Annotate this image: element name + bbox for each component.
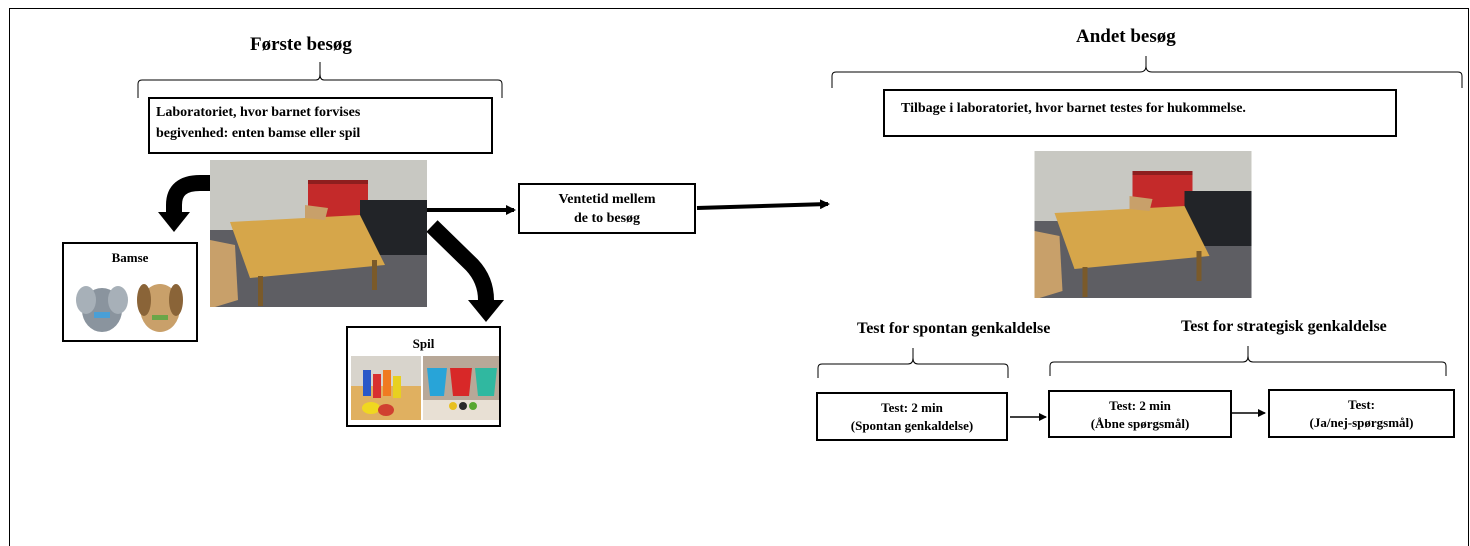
- test3-line1: Test:: [1348, 397, 1375, 412]
- second-lab-photo: [1034, 151, 1252, 298]
- test-box-yes-no: Test: (Ja/nej-spørgsmål): [1268, 389, 1455, 438]
- first-visit-title: Første besøg: [250, 34, 352, 55]
- strategic-brace: [1049, 346, 1447, 376]
- test2-line1: Test: 2 min: [1109, 398, 1171, 413]
- test-box-open-questions: Test: 2 min (Åbne spørgsmål): [1048, 390, 1232, 438]
- arrow-to-spil: [426, 220, 494, 304]
- first-lab-description-box: Laboratoriet, hvor barnet forvises begiv…: [148, 97, 493, 154]
- spontaneous-header: Test for spontan genkaldelse: [857, 320, 1051, 337]
- arrow-to-bamse: [166, 175, 290, 214]
- test1-line1: Test: 2 min: [881, 400, 943, 415]
- second-visit-title: Andet besøg: [1076, 26, 1176, 47]
- bamse-photo: [72, 270, 192, 338]
- waiting-line1: Ventetid mellem: [558, 192, 656, 207]
- test-box-spontaneous: Test: 2 min (Spontan genkaldelse): [816, 392, 1008, 441]
- bamse-label: Bamse: [111, 250, 149, 265]
- spil-photo-pins: [351, 356, 421, 420]
- arrow-to-second-visit: [696, 199, 830, 210]
- first-visit-brace: [137, 62, 503, 98]
- waiting-line2: de to besøg: [573, 211, 641, 226]
- test3-line2: (Ja/nej-spørgsmål): [1309, 415, 1414, 430]
- strategic-header: Test for strategisk genkaldelse: [1181, 318, 1387, 335]
- bamse-box: Bamse: [62, 242, 198, 342]
- first-lab-text-line2: begivenhed: enten bamse eller spil: [156, 126, 361, 141]
- second-lab-text: Tilbage i laboratoriet, hvor barnet test…: [901, 101, 1246, 116]
- spontaneous-brace: [817, 348, 1009, 378]
- spil-photo-buckets: [423, 356, 499, 420]
- first-lab-photo: [210, 160, 427, 307]
- diagram-frame: [9, 8, 1469, 546]
- second-lab-description-box: Tilbage i laboratoriet, hvor barnet test…: [883, 89, 1397, 137]
- spil-box: Spil: [346, 326, 501, 427]
- waiting-box: Ventetid mellem de to besøg: [518, 183, 696, 234]
- test1-line2: (Spontan genkaldelse): [850, 418, 974, 433]
- second-visit-brace: [831, 56, 1463, 88]
- spil-label: Spil: [412, 336, 435, 351]
- first-lab-text-line1: Laboratoriet, hvor barnet forvises: [156, 105, 361, 120]
- test2-line2: (Åbne spørgsmål): [1090, 416, 1190, 431]
